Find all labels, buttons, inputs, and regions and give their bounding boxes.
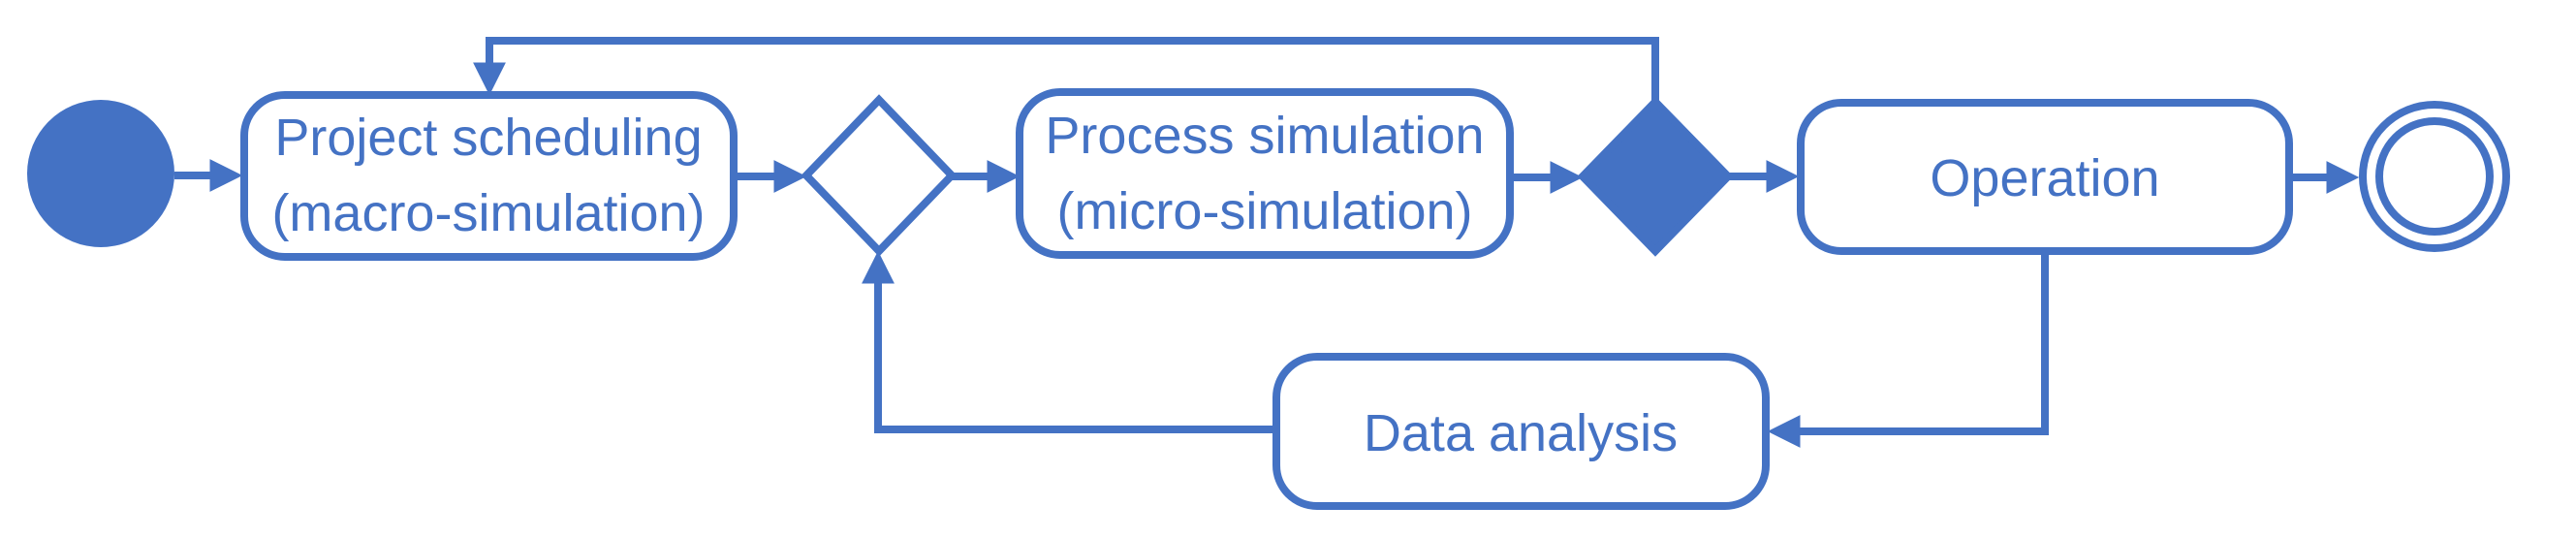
flow-data-analysis-to-merge-gateway (862, 250, 1276, 433)
merge-gateway-diamond (801, 94, 958, 257)
task-project-scheduling-label-line1: Project scheduling (274, 109, 702, 167)
end-event-outer-ring (2359, 101, 2510, 252)
end-event-circle (2359, 101, 2510, 252)
task-operation-label: Operation (1930, 149, 2159, 207)
task-operation: Operation (1797, 99, 2293, 255)
task-data-analysis-label: Data analysis (1364, 404, 1678, 462)
flow-operation-to-data-analysis (1767, 251, 2049, 448)
task-process-simulation: Process simulation (micro-simulation) (1016, 88, 1514, 259)
task-process-simulation-box (1016, 88, 1514, 259)
task-project-scheduling-label-line2: (macro-simulation) (271, 184, 705, 242)
task-data-analysis: Data analysis (1272, 353, 1770, 510)
task-process-simulation-label-line1: Process simulation (1045, 107, 1484, 165)
end-event-inner-ring (2375, 117, 2494, 236)
task-data-analysis-box (1272, 353, 1770, 510)
start-event-circle (27, 100, 174, 247)
task-operation-box (1797, 99, 2293, 255)
task-project-scheduling-box (240, 91, 738, 261)
task-project-scheduling: Project scheduling (macro-simulation) (240, 91, 738, 261)
split-gateway-diamond (1577, 96, 1734, 257)
flow-loop-back-split-gateway-to-project-scheduling (473, 37, 1659, 102)
task-process-simulation-label-line2: (micro-simulation) (1056, 182, 1472, 240)
